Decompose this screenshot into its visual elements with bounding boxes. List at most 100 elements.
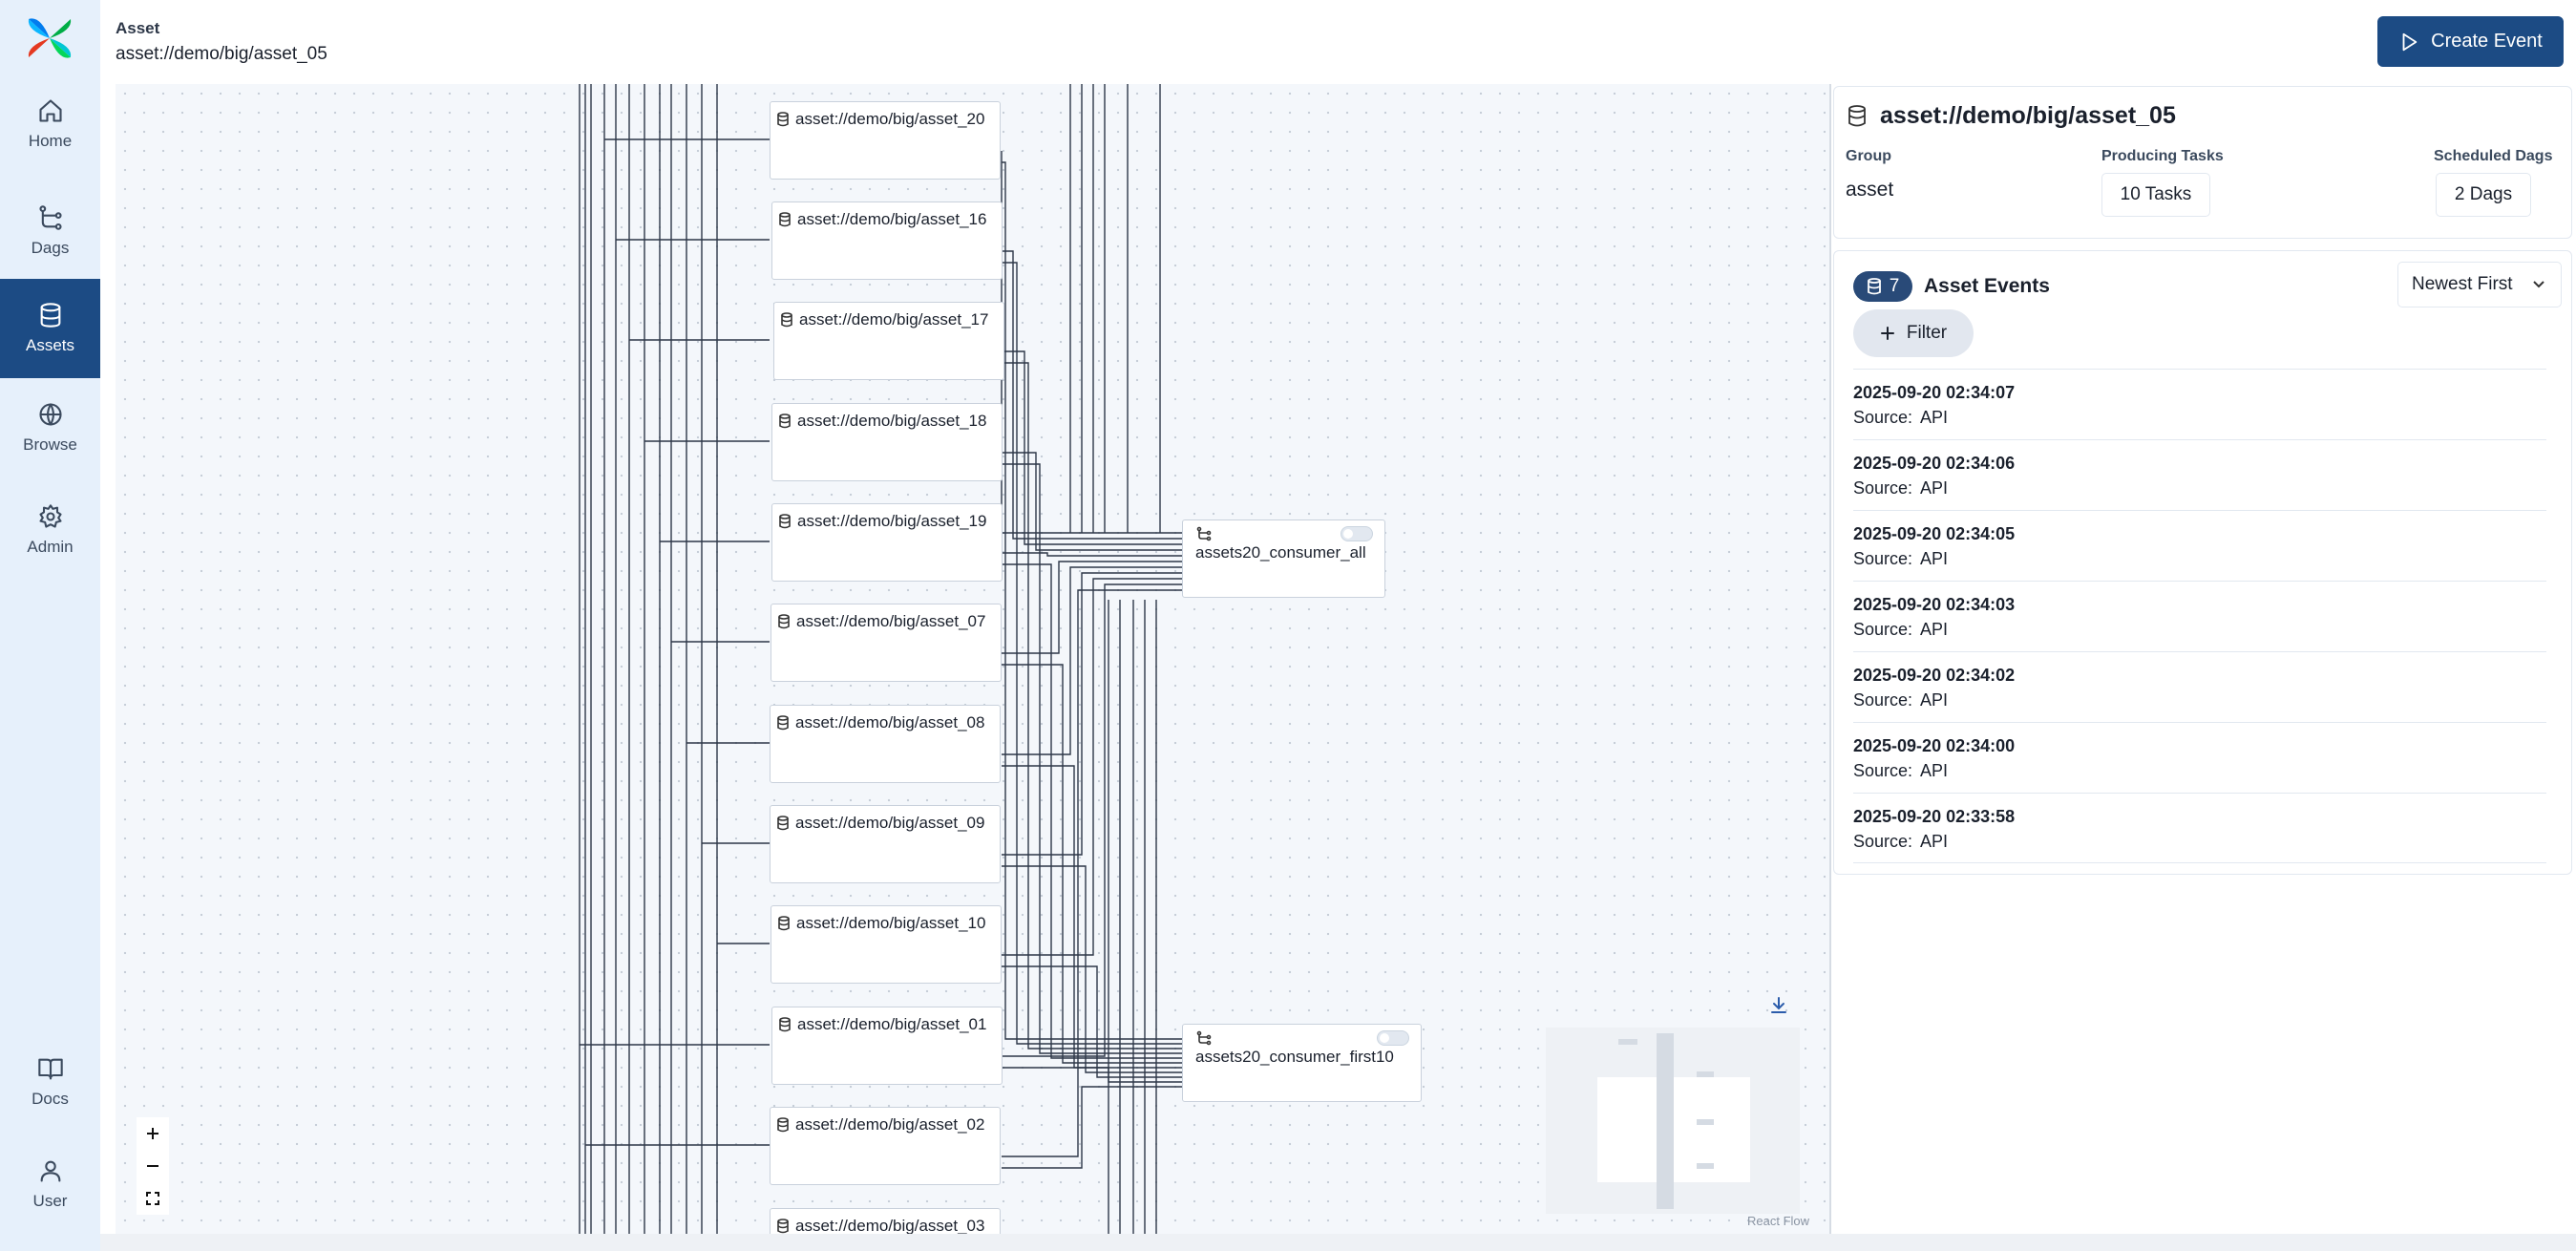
- nav-label: Dags: [31, 239, 70, 257]
- event-row[interactable]: 2025-09-20 02:34:02 Source:API: [1853, 651, 2546, 722]
- dag-pause-toggle[interactable]: [1341, 526, 1373, 541]
- graph-edges: [579, 84, 1182, 1237]
- nav-label: Admin: [27, 538, 74, 556]
- asset-node[interactable]: asset://demo/big/asset_10: [771, 905, 1002, 984]
- database-icon: [780, 312, 793, 328]
- horizontal-scrollbar[interactable]: [100, 1234, 2576, 1251]
- graph-edge: [1002, 583, 1182, 1057]
- database-icon: [776, 1219, 790, 1234]
- asset-title-text: asset://demo/big/asset_05: [1880, 102, 2176, 129]
- airflow-logo-icon[interactable]: [25, 13, 74, 63]
- event-timestamp: 2025-09-20 02:34:07: [1853, 383, 2016, 402]
- graph-edge: [1002, 561, 1182, 654]
- graph-edge: [1002, 1067, 1182, 1083]
- create-event-label: Create Event: [2431, 31, 2543, 52]
- dag-node[interactable]: assets20_consumer_all: [1182, 519, 1385, 598]
- download-icon[interactable]: [1768, 995, 1791, 1018]
- nav-item-admin[interactable]: Admin: [0, 480, 100, 580]
- asset-node[interactable]: asset://demo/big/asset_08: [770, 705, 1001, 783]
- dag-pause-toggle[interactable]: [1377, 1030, 1409, 1046]
- event-row[interactable]: 2025-09-20 02:34:07 Source:API: [1853, 369, 2546, 439]
- asset-node[interactable]: asset://demo/big/asset_17: [773, 302, 1004, 380]
- graph-edge: [1002, 765, 1182, 1069]
- create-event-button[interactable]: Create Event: [2377, 16, 2564, 67]
- graph-edge: [1002, 552, 1182, 557]
- asset-node[interactable]: asset://demo/big/asset_16: [771, 201, 1003, 280]
- graph-edge: [1002, 463, 1182, 1054]
- database-icon: [1848, 104, 1866, 126]
- zoom-out-button[interactable]: [137, 1150, 169, 1182]
- sort-order-select[interactable]: Newest First: [2397, 262, 2562, 307]
- asset-node[interactable]: asset://demo/big/asset_02: [770, 1107, 1001, 1185]
- event-row[interactable]: 2025-09-20 02:34:03 Source:API: [1853, 581, 2546, 651]
- nav-item-assets[interactable]: Assets: [0, 279, 100, 378]
- nav-item-dags[interactable]: Dags: [0, 181, 100, 281]
- producing-tasks-button[interactable]: 10 Tasks: [2101, 173, 2210, 217]
- event-source-label: Source:: [1853, 620, 1913, 639]
- react-flow-attribution[interactable]: React Flow: [1747, 1214, 1810, 1228]
- nav-label: Docs: [32, 1090, 69, 1108]
- event-row[interactable]: 2025-09-20 02:34:05 Source:API: [1853, 510, 2546, 581]
- asset-node[interactable]: asset://demo/big/asset_03: [770, 1208, 1001, 1237]
- nav-label: User: [32, 1192, 68, 1210]
- asset-node[interactable]: asset://demo/big/asset_18: [771, 403, 1003, 481]
- graph-edge: [1002, 161, 1182, 1040]
- graph-edge: [1002, 566, 1182, 755]
- page-header: Asset asset://demo/big/asset_05 Create E…: [100, 0, 2576, 84]
- graph-minimap[interactable]: [1546, 1028, 1800, 1214]
- asset-node[interactable]: asset://demo/big/asset_09: [770, 805, 1001, 883]
- nav-item-user[interactable]: User: [0, 1134, 100, 1234]
- event-source-value: API: [1920, 549, 1949, 568]
- event-source-value: API: [1920, 478, 1949, 498]
- database-icon: [776, 715, 790, 731]
- asset-details-panel: asset://demo/big/asset_05 Group asset Pr…: [1829, 84, 2576, 1251]
- fit-view-button[interactable]: [137, 1182, 169, 1215]
- sort-order-value: Newest First: [2412, 274, 2513, 294]
- event-row[interactable]: 2025-09-20 02:34:06 Source:API: [1853, 439, 2546, 510]
- database-icon: [777, 614, 791, 629]
- filter-button[interactable]: Filter: [1853, 309, 1974, 357]
- asset-graph-canvas[interactable]: asset://demo/big/asset_20 asset://demo/b…: [116, 84, 1829, 1237]
- graph-edge: [1002, 589, 1182, 1157]
- graph-edge: [1002, 362, 1182, 1050]
- minimap-canvas: [1597, 1033, 1750, 1209]
- database-icon: [776, 112, 790, 127]
- dag-node-label: assets20_consumer_all: [1195, 543, 1366, 562]
- asset-node[interactable]: asset://demo/big/asset_20: [770, 101, 1001, 180]
- graph-edge: [1002, 1086, 1182, 1169]
- asset-node-label: asset://demo/big/asset_17: [799, 310, 989, 329]
- database-icon: [776, 816, 790, 831]
- event-source: Source:API: [1853, 549, 1948, 569]
- graph-edge: [1002, 664, 1182, 1064]
- header-label: Asset: [116, 19, 160, 37]
- dag-node-label: assets20_consumer_first10: [1195, 1048, 1394, 1066]
- event-row[interactable]: 2025-09-20 02:33:58 Source:API: [1853, 793, 2546, 863]
- nav-item-docs[interactable]: Docs: [0, 1032, 100, 1132]
- event-source: Source:API: [1853, 832, 1948, 852]
- asset-node[interactable]: asset://demo/big/asset_01: [771, 1007, 1003, 1085]
- database-icon: [778, 1017, 792, 1032]
- asset-node[interactable]: asset://demo/big/asset_07: [771, 604, 1002, 682]
- gear-icon: [38, 504, 62, 528]
- nav-item-browse[interactable]: Browse: [0, 378, 100, 477]
- nav-label: Browse: [23, 435, 77, 454]
- event-source-value: API: [1920, 832, 1949, 851]
- event-timestamp: 2025-09-20 02:34:05: [1853, 524, 2016, 543]
- asset-node-label: asset://demo/big/asset_02: [795, 1115, 985, 1134]
- dag-node[interactable]: assets20_consumer_first10: [1182, 1024, 1422, 1102]
- event-row[interactable]: 2025-09-20 02:34:00 Source:API: [1853, 722, 2546, 793]
- event-timestamp: 2025-09-20 02:34:03: [1853, 595, 2016, 614]
- nav-item-home[interactable]: Home: [0, 74, 100, 174]
- event-source: Source:API: [1853, 690, 1948, 710]
- database-icon: [40, 303, 60, 328]
- globe-icon: [38, 403, 62, 426]
- asset-node[interactable]: asset://demo/big/asset_19: [771, 503, 1003, 582]
- zoom-in-button[interactable]: [137, 1117, 169, 1150]
- asset-node-label: asset://demo/big/asset_20: [795, 110, 985, 128]
- scheduled-dags-button[interactable]: 2 Dags: [2436, 173, 2531, 217]
- scheduled-dags-label: Scheduled Dags: [2434, 148, 2553, 164]
- graph-edge: [1002, 563, 1182, 1059]
- plus-icon: [1880, 327, 1894, 340]
- asset-node-label: asset://demo/big/asset_09: [795, 814, 985, 832]
- asset-events-card: 7 Asset Events Newest First Filter 2025-…: [1833, 250, 2572, 875]
